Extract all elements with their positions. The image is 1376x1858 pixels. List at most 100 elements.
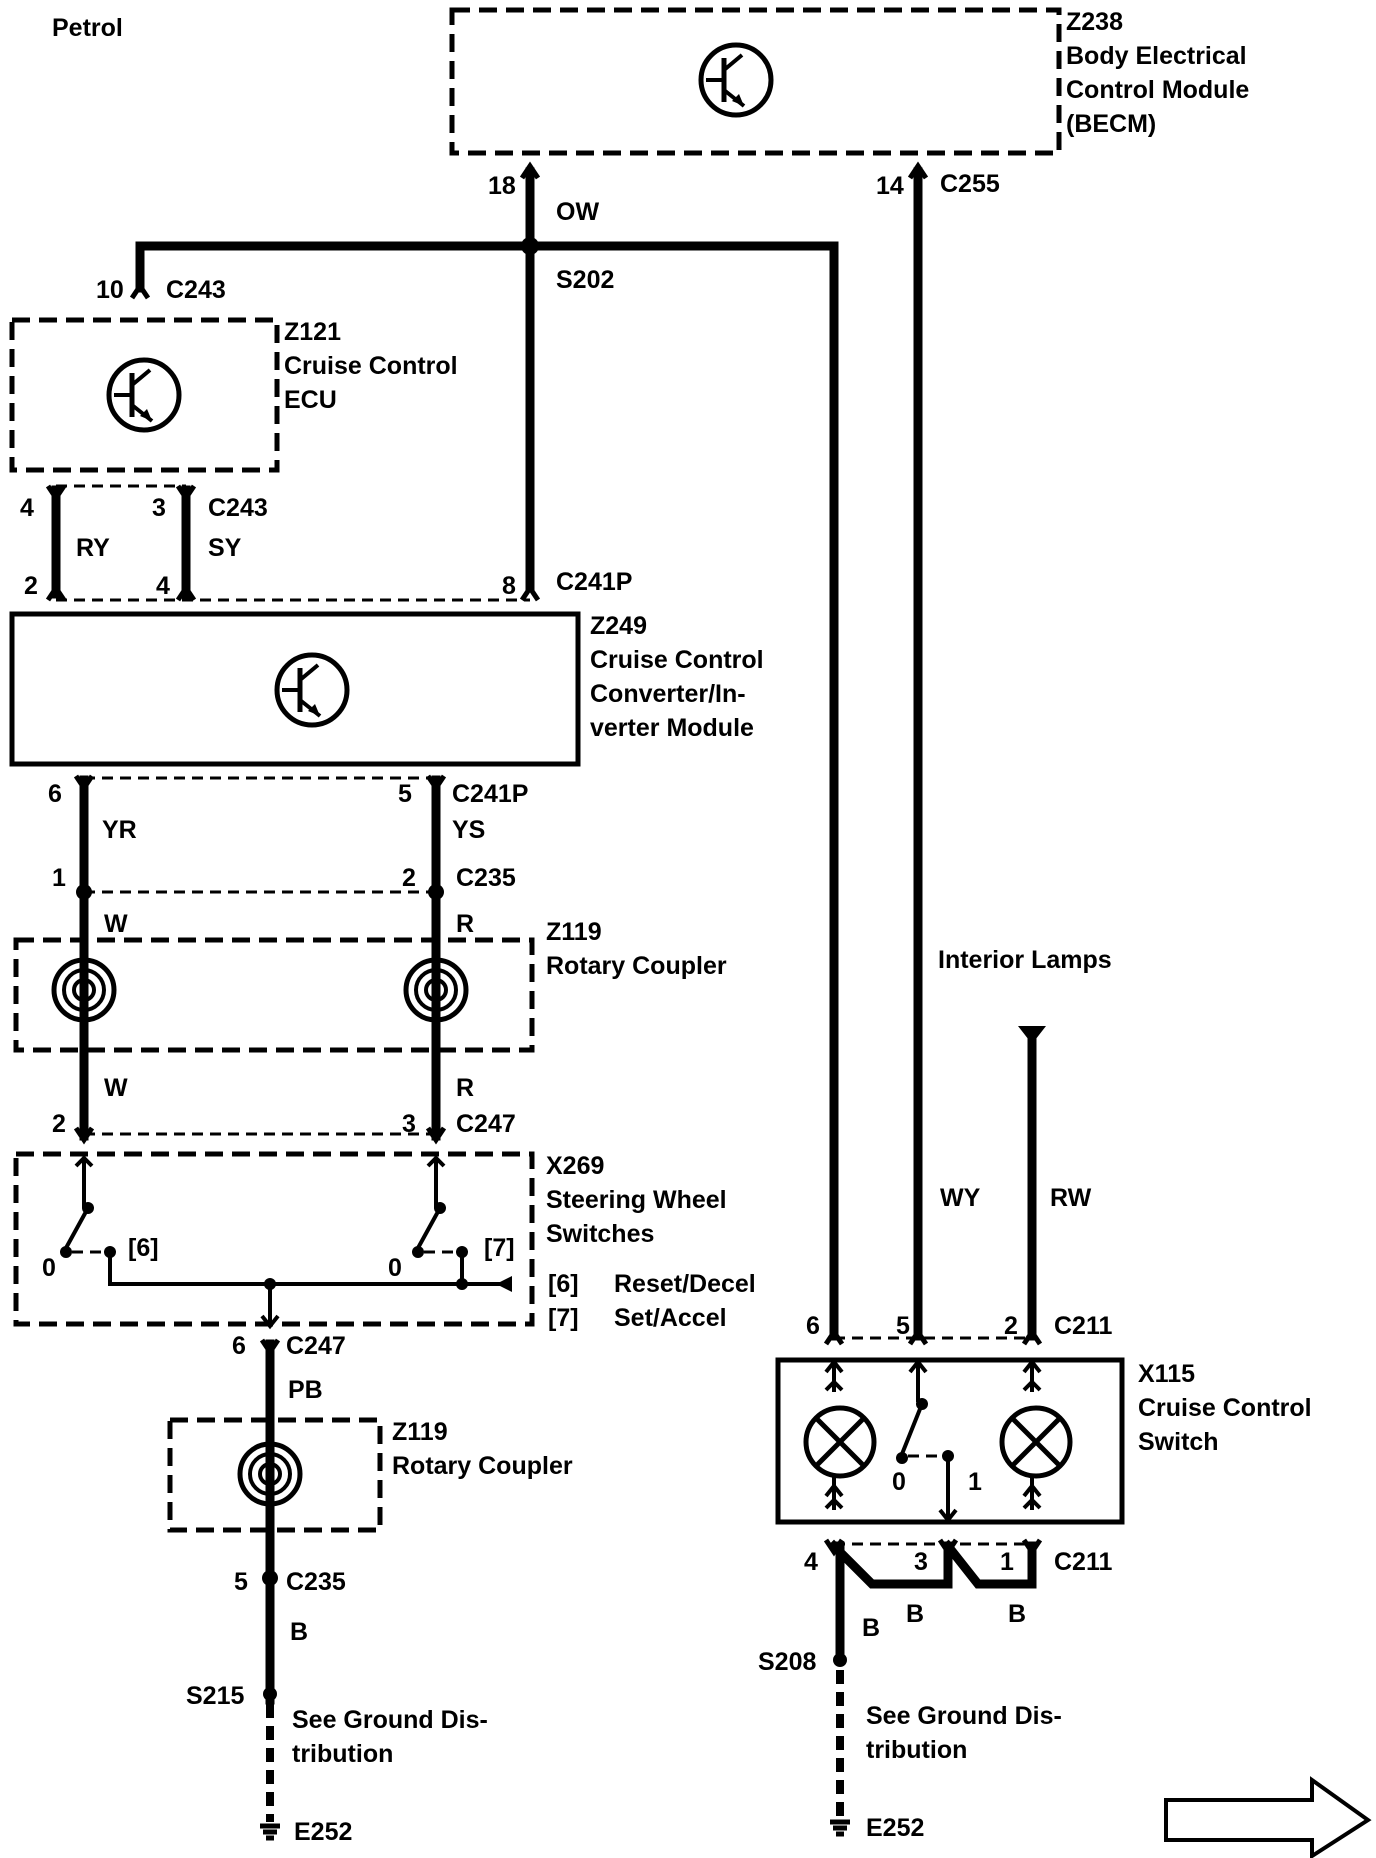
wire-label-r-upper: R [456,910,474,938]
rotary-coupler-1: Z119 Rotary Coupler [13,918,727,1053]
splice-s208: S208 [758,1648,816,1676]
becm-name-3: (BECM) [1066,110,1156,138]
pin-c247-2: 2 [52,1110,66,1138]
pin-conv-6: 6 [48,780,62,808]
connector-c211-top: C211 [1054,1312,1112,1340]
switch-icon [60,1202,116,1258]
interior-lamps-label: Interior Lamps [938,946,1112,974]
wire-label-yr: YR [102,816,137,844]
pin-conv-2: 2 [24,572,38,600]
x115-one: 1 [968,1468,982,1496]
wire-label-sy: SY [208,534,242,562]
rotary1-id: Z119 [546,918,602,946]
ground-e252-left: E252 [294,1818,352,1846]
connector-c243-top: C243 [166,276,226,304]
wire-label-w-lower: W [104,1074,128,1102]
steering-wheel-switches: 0 [6] 0 [7] X269 Steering Wheel Switches [13,1151,727,1330]
connector-c255: C255 [940,170,1000,198]
steering-name-1: Steering Wheel [546,1186,727,1214]
pin-c211-3: 3 [914,1548,928,1576]
switch-legend: [6] Reset/Decel [7] Set/Accel [548,1270,756,1332]
connector-c241p-bottom: C241P [452,780,528,808]
converter-id: Z249 [590,612,647,640]
connector-c211-bottom: C211 [1054,1548,1112,1576]
ground-note-left-1: See Ground Dis- [292,1706,488,1734]
pin-ecu-4: 4 [20,494,34,522]
wire-ow-branch [135,241,839,1341]
connector-c247-bottom: C247 [286,1332,346,1360]
switch6-zero: 0 [42,1254,56,1282]
connector-c247-top: C247 [456,1110,516,1138]
connector-c235-bottom: C235 [286,1568,346,1596]
steering-name-2: Switches [546,1220,654,1248]
rotary-coupler-2: Z119 Rotary Coupler [167,1417,573,1533]
x115-zero: 0 [892,1468,906,1496]
converter-name-1: Cruise Control [590,646,764,674]
pin-c247-6: 6 [232,1332,246,1360]
coil-icon [51,957,117,1023]
wire-label-wy: WY [940,1184,981,1212]
pin-ecu-10: 10 [96,276,124,304]
legend-key-6: [6] [548,1270,579,1298]
splice-s202-dot [521,237,539,255]
becm-id: Z238 [1066,8,1123,36]
steering-id: X269 [546,1152,604,1180]
pin-c211-2: 2 [1004,1312,1018,1340]
splice-s215: S215 [186,1682,244,1710]
pin-conv-5: 5 [398,780,412,808]
pin-c211-4: 4 [804,1548,818,1576]
ground-note-left-2: tribution [292,1740,393,1768]
pin-c211-5: 5 [896,1312,910,1340]
x115-id: X115 [1138,1360,1195,1388]
pin-c211-6: 6 [806,1312,820,1340]
x115-name-1: Cruise Control [1138,1394,1312,1422]
wire-label-b-3: B [1008,1600,1026,1628]
wire-label-b-left: B [290,1618,308,1646]
connector-c241p-top: C241P [556,568,632,596]
coil-icon [403,957,469,1023]
wire-b-pin3 [827,1539,953,1589]
converter-module: Z249 Cruise Control Converter/In- verter… [9,611,764,767]
lamp-icon [999,1405,1073,1479]
pin-c247-3: 3 [402,1110,416,1138]
becm-name-2: Control Module [1066,76,1249,104]
pin-c211-1: 1 [1000,1548,1014,1576]
wire-label-w-upper: W [104,910,128,938]
ecu-name-2: ECU [284,386,337,414]
pin-conv-8: 8 [502,572,516,600]
transistor-icon [274,652,350,728]
pin-c235-5: 5 [234,1568,248,1596]
pin-ecu-3: 3 [152,494,166,522]
x115-name-2: Switch [1138,1428,1219,1456]
pin-conv-4: 4 [156,572,170,600]
converter-name-3: verter Module [590,714,754,742]
pin-c235-1: 1 [52,864,66,892]
next-page-arrow-icon[interactable] [1164,1776,1372,1858]
legend-key-7: [7] [548,1304,579,1332]
switch6-label: [6] [128,1234,159,1262]
becm-module: Z238 Body Electrical Control Module (BEC… [449,7,1249,156]
switch7-zero: 0 [388,1254,402,1282]
rotary2-id: Z119 [392,1418,448,1446]
switch-icon [896,1358,958,1524]
wire-label-ry: RY [76,534,110,562]
switch-icon [412,1202,468,1258]
wire-label-rw: RW [1050,1184,1092,1212]
wire-label-ow: OW [556,198,599,226]
transistor-icon [106,357,182,433]
connector-c235-top: C235 [456,864,516,892]
ground-e252-right: E252 [866,1814,924,1842]
rotary2-name: Rotary Coupler [392,1452,573,1480]
wire-label-b-1: B [862,1614,880,1642]
page-title: Petrol [52,14,123,42]
ground-icon [260,1823,280,1841]
wire-label-pb: PB [288,1376,323,1404]
connector-c243-bottom: C243 [208,494,268,522]
rotary1-name: Rotary Coupler [546,952,727,980]
ground-note-right-2: tribution [866,1736,967,1764]
splice-s202: S202 [556,266,614,294]
pin-c235-2: 2 [402,864,416,892]
lamp-icon [803,1405,877,1479]
wire-b-pin1 [941,1539,1037,1589]
